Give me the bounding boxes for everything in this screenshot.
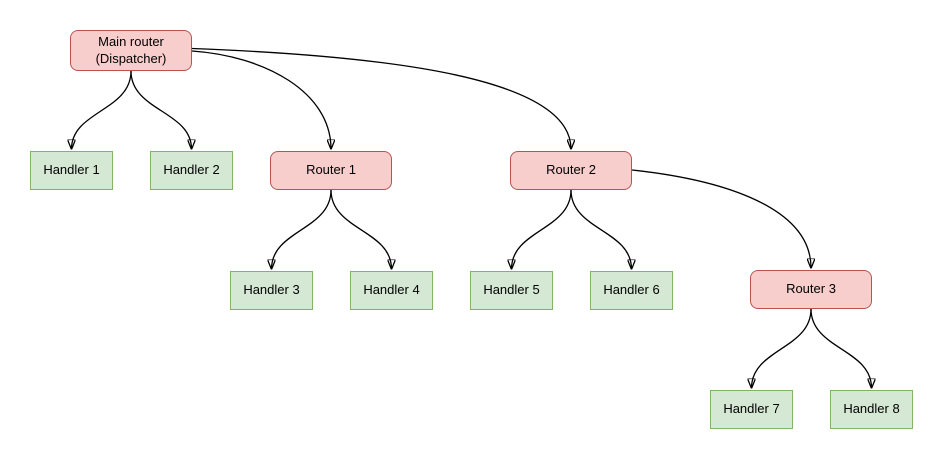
edge-main-router-to-handler-2 bbox=[130, 70, 192, 149]
edge-router-2-to-router-3 bbox=[631, 169, 811, 268]
node-label: Handler 4 bbox=[363, 282, 420, 298]
node-router-2: Router 2 bbox=[510, 151, 632, 190]
edge-router-2-to-handler-6 bbox=[570, 189, 632, 269]
node-router-3: Router 3 bbox=[750, 270, 872, 309]
node-label: Router 3 bbox=[786, 281, 836, 297]
node-handler-6: Handler 6 bbox=[590, 271, 673, 310]
node-handler-8: Handler 8 bbox=[830, 390, 913, 429]
node-label: Handler 8 bbox=[843, 401, 900, 417]
edge-router-1-to-handler-3 bbox=[272, 189, 332, 269]
node-label: (Dispatcher) bbox=[95, 50, 167, 66]
node-label: Handler 5 bbox=[483, 282, 540, 298]
edge-main-router-to-router-1 bbox=[191, 50, 331, 149]
node-handler-4: Handler 4 bbox=[350, 271, 433, 310]
edge-main-router-to-handler-1 bbox=[72, 70, 132, 149]
node-handler-7: Handler 7 bbox=[710, 390, 793, 429]
node-label: Main router bbox=[98, 34, 164, 50]
node-label: Router 2 bbox=[546, 162, 596, 178]
edge-router-3-to-handler-7 bbox=[752, 308, 812, 388]
node-label: Handler 7 bbox=[723, 401, 780, 417]
node-main-router: Main router (Dispatcher) bbox=[70, 30, 192, 71]
node-label: Router 1 bbox=[306, 162, 356, 178]
node-label: Handler 3 bbox=[243, 282, 300, 298]
node-handler-1: Handler 1 bbox=[30, 151, 113, 190]
node-router-1: Router 1 bbox=[270, 151, 392, 190]
node-label: Handler 1 bbox=[43, 162, 100, 178]
edge-router-3-to-handler-8 bbox=[810, 308, 872, 388]
node-handler-3: Handler 3 bbox=[230, 271, 313, 310]
node-handler-5: Handler 5 bbox=[470, 271, 553, 310]
node-label: Handler 6 bbox=[603, 282, 660, 298]
edge-router-1-to-handler-4 bbox=[330, 189, 392, 269]
edge-router-2-to-handler-5 bbox=[512, 189, 572, 269]
node-handler-2: Handler 2 bbox=[150, 151, 233, 190]
node-label: Handler 2 bbox=[163, 162, 220, 178]
edge-main-router-to-router-2 bbox=[191, 47, 571, 150]
